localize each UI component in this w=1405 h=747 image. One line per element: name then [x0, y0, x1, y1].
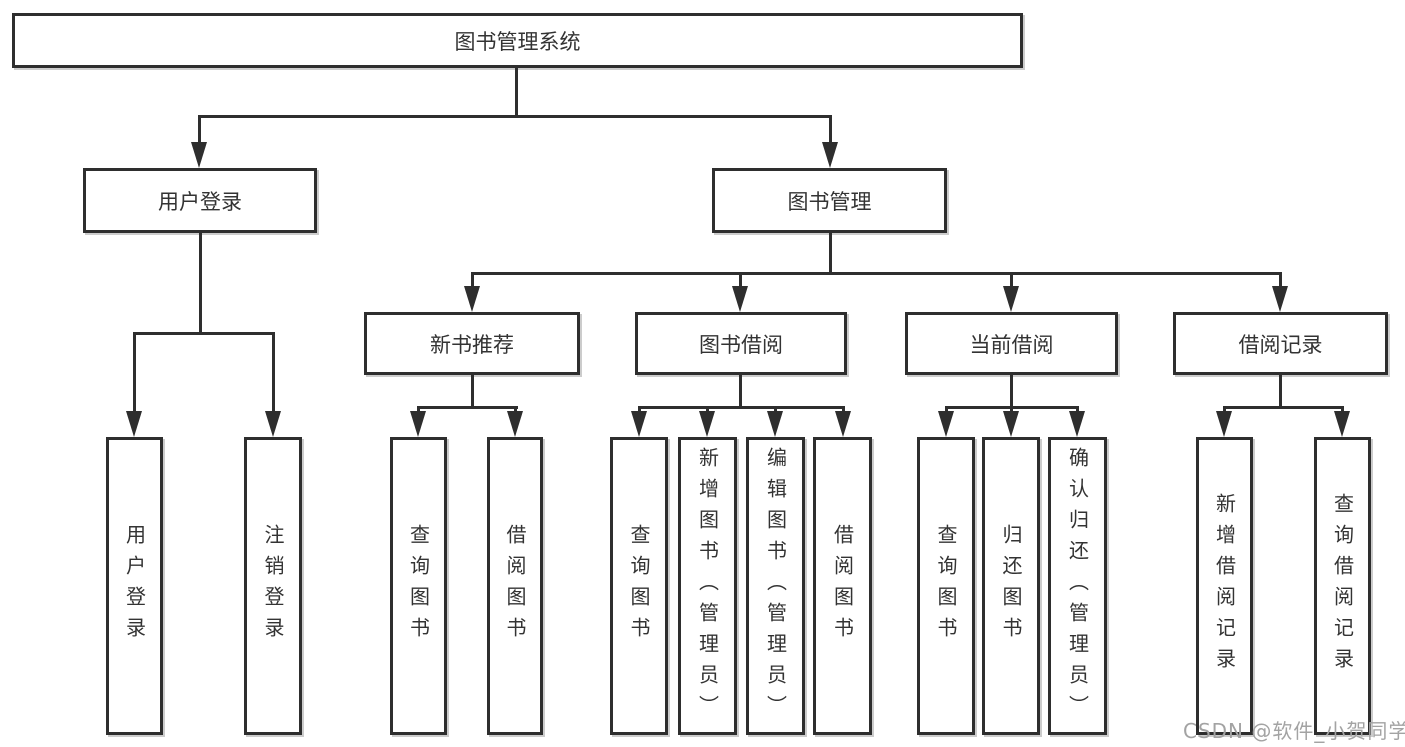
leaf-current-confirm-return-admin: 确认归还（管理员） — [1048, 437, 1107, 735]
leaf-newbook-borrow-books-label: 借阅图书 — [503, 524, 527, 648]
borrowing-records-trunk-line — [1279, 375, 1282, 409]
node-root: 图书管理系统 — [12, 13, 1023, 68]
leaf-newbook-query-books-label: 查询图书 — [406, 524, 431, 648]
node-current-borrowing-label: 当前借阅 — [969, 332, 1054, 357]
node-borrowing-records-label: 借阅记录 — [1238, 332, 1323, 357]
node-book-management-label: 图书管理 — [787, 189, 872, 214]
csdn-watermark: CSDN @软件_小贺同学 — [1183, 719, 1405, 743]
leaf-records-add-record: 新增借阅记录 — [1196, 437, 1253, 735]
book-management-split-line — [471, 272, 1282, 275]
arrow-head-bb-borrow — [835, 411, 851, 437]
arrow-stem-current-borrowing — [1010, 272, 1013, 290]
leaf-borrow-borrow-books-label: 借阅图书 — [830, 524, 855, 648]
arrow-head-borrowing-records — [1272, 286, 1288, 312]
book-borrowing-split-line — [638, 406, 845, 409]
node-book-management: 图书管理 — [712, 168, 947, 233]
leaf-current-query-books-label: 查询图书 — [934, 524, 958, 648]
arrow-stem-leaf-logout — [272, 332, 275, 416]
leaf-current-query-books: 查询图书 — [917, 437, 975, 735]
root-split-line — [198, 115, 832, 118]
arrow-head-bb-query — [631, 411, 647, 437]
arrow-head-br-query — [1334, 411, 1350, 437]
book-management-trunk-line — [829, 233, 832, 275]
arrow-head-bb-add — [699, 411, 715, 437]
leaf-borrow-edit-books-admin-label: 编辑图书（管理员） — [763, 446, 788, 726]
arrow-head-cb-query — [938, 411, 954, 437]
arrow-head-book-borrowing — [732, 286, 748, 312]
arrow-head-br-add — [1216, 411, 1232, 437]
leaf-current-return-books-label: 归还图书 — [999, 524, 1023, 648]
new-book-trunk-line — [471, 375, 474, 409]
leaf-current-return-books: 归还图书 — [982, 437, 1040, 735]
borrowing-records-split-line — [1223, 406, 1344, 409]
leaf-records-query-record: 查询借阅记录 — [1314, 437, 1371, 735]
arrow-head-user-login — [191, 142, 207, 168]
user-login-trunk-line — [199, 233, 202, 335]
node-user-login: 用户登录 — [83, 168, 317, 233]
arrow-stem-borrowing-records — [1279, 272, 1282, 290]
leaf-borrow-borrow-books: 借阅图书 — [813, 437, 872, 735]
arrow-stem-book-management — [829, 115, 832, 147]
node-new-book-recommend: 新书推荐 — [364, 312, 580, 375]
leaf-current-confirm-return-admin-label: 确认归还（管理员） — [1065, 446, 1090, 726]
arrow-head-current-borrowing — [1003, 286, 1019, 312]
arrow-head-leaf-user-login — [126, 411, 142, 437]
node-user-login-label: 用户登录 — [158, 189, 242, 214]
node-borrowing-records: 借阅记录 — [1173, 312, 1388, 375]
leaf-user-login-label: 用户登录 — [122, 524, 147, 648]
node-new-book-recommend-label: 新书推荐 — [430, 332, 514, 357]
leaf-logout-label: 注销登录 — [261, 524, 285, 648]
arrow-head-cb-confirm — [1069, 411, 1085, 437]
arrow-stem-book-borrowing — [739, 272, 742, 290]
node-root-label: 图书管理系统 — [454, 29, 581, 54]
arrow-stem-new-book — [471, 272, 474, 290]
arrow-stem-user-login — [198, 115, 201, 147]
leaf-logout: 注销登录 — [244, 437, 302, 735]
leaf-records-add-record-label: 新增借阅记录 — [1212, 493, 1237, 679]
arrow-head-nb-borrow — [507, 411, 523, 437]
user-login-split-line — [133, 332, 275, 335]
arrow-head-bb-edit — [767, 411, 783, 437]
leaf-borrow-query-books: 查询图书 — [610, 437, 668, 735]
book-borrowing-trunk-line — [739, 375, 742, 409]
leaf-borrow-query-books-label: 查询图书 — [627, 524, 651, 648]
arrow-head-book-management — [822, 142, 838, 168]
current-borrowing-trunk-line — [1010, 375, 1013, 409]
node-book-borrowing: 图书借阅 — [635, 312, 847, 375]
node-book-borrowing-label: 图书借阅 — [699, 332, 783, 357]
leaf-user-login: 用户登录 — [106, 437, 163, 735]
arrow-stem-leaf-user-login — [133, 332, 136, 416]
leaf-borrow-edit-books-admin: 编辑图书（管理员） — [746, 437, 805, 735]
leaf-newbook-borrow-books: 借阅图书 — [487, 437, 543, 735]
arrow-head-nb-query — [410, 411, 426, 437]
arrow-head-leaf-logout — [265, 411, 281, 437]
leaf-borrow-add-books-admin: 新增图书（管理员） — [678, 437, 737, 735]
leaf-borrow-add-books-admin-label: 新增图书（管理员） — [695, 446, 720, 726]
leaf-newbook-query-books: 查询图书 — [390, 437, 447, 735]
node-current-borrowing: 当前借阅 — [905, 312, 1118, 375]
arrow-head-new-book — [464, 286, 480, 312]
root-trunk-line — [515, 68, 518, 117]
leaf-records-query-record-label: 查询借阅记录 — [1330, 493, 1355, 679]
arrow-head-cb-return — [1003, 411, 1019, 437]
new-book-split-line — [417, 406, 518, 409]
